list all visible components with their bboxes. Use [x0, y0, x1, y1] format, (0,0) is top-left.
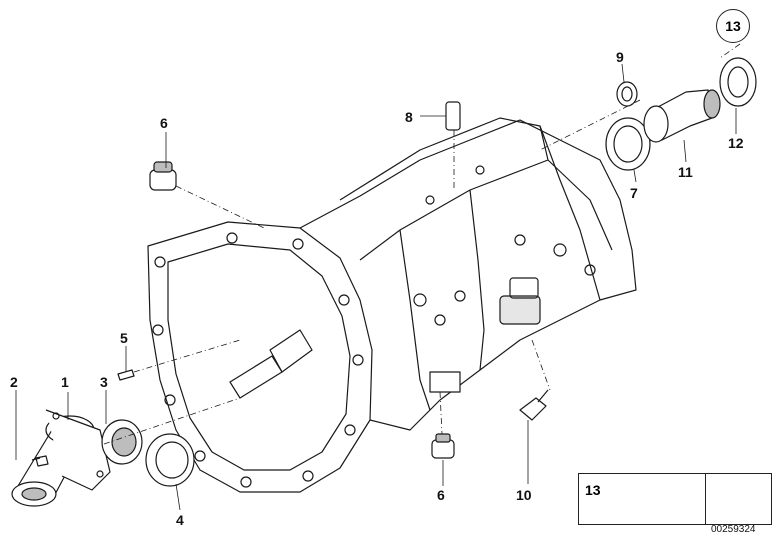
callout-12: 12	[728, 135, 744, 151]
guide-tube	[11, 409, 111, 507]
screw-plug-upper	[149, 161, 177, 191]
radial-seal	[605, 117, 651, 171]
transmission-housing	[147, 117, 637, 493]
ring	[145, 433, 195, 487]
inset-box: 13	[578, 473, 772, 525]
dowel-pin	[117, 369, 135, 381]
document-number: 00259324	[711, 524, 756, 535]
inset-label: 13	[585, 482, 601, 498]
output-flange	[643, 89, 721, 143]
callout-5: 5	[120, 330, 128, 346]
callout-7: 7	[630, 185, 638, 201]
callout-8: 8	[405, 109, 413, 125]
callout-6-lower: 6	[437, 487, 445, 503]
screw-plug-lower	[431, 433, 455, 459]
bolt	[31, 455, 49, 467]
circled-callout-13: 13	[716, 9, 750, 43]
callout-4: 4	[176, 512, 184, 528]
collar-nut	[719, 57, 757, 107]
inset-divider	[705, 474, 706, 524]
retaining-ring	[616, 81, 638, 107]
callout-1: 1	[61, 374, 69, 390]
callout-9: 9	[616, 49, 624, 65]
callout-10: 10	[516, 487, 532, 503]
shaft-seal	[101, 419, 143, 465]
callout-2: 2	[10, 374, 18, 390]
callout-3: 3	[100, 374, 108, 390]
pin	[445, 101, 461, 131]
callout-6-upper: 6	[160, 115, 168, 131]
speed-sensor	[519, 389, 549, 421]
callout-11: 11	[678, 164, 693, 180]
